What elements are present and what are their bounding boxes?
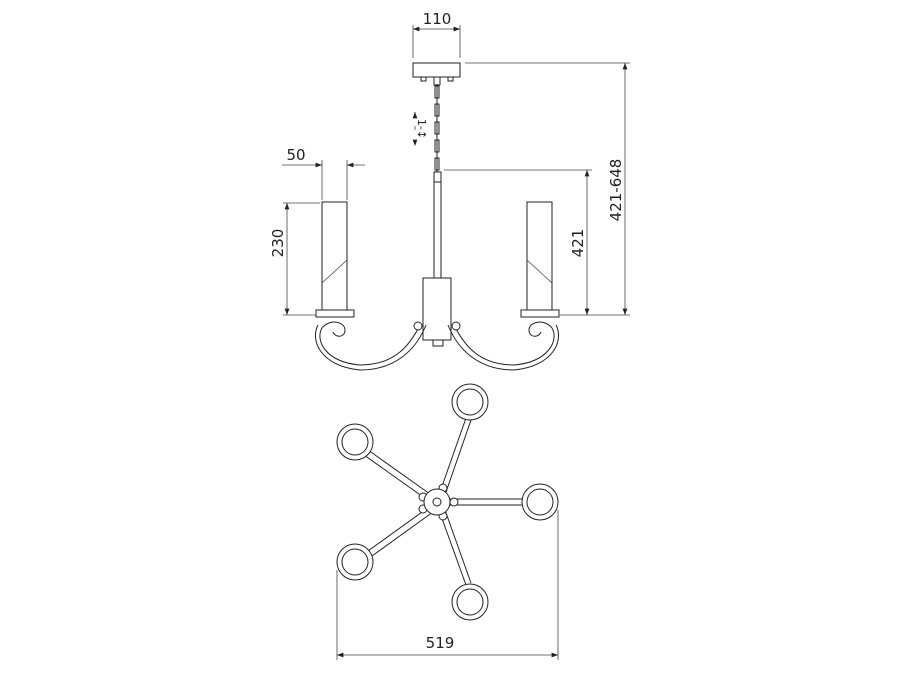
chain-adjust-label: 1-↕: [415, 119, 428, 139]
right-arm: [453, 321, 555, 366]
body: [422, 277, 452, 341]
rod-height-label: 421: [569, 229, 587, 258]
canopy: [412, 62, 461, 78]
top-view: 519: [336, 383, 559, 660]
left-arm: [319, 321, 421, 366]
canopy-width-label: 110: [423, 10, 452, 28]
shade-rings: [336, 383, 559, 621]
dimensions: 110 50 230 421 421-648 1-↕: [269, 10, 630, 316]
side-view: [314, 62, 560, 371]
total-height-label: 421-648: [607, 159, 625, 222]
shade-width-label: 50: [286, 146, 305, 164]
rod: [433, 181, 442, 279]
shade-height-label: 230: [269, 229, 287, 258]
left-shade: [321, 201, 348, 311]
center-hub: [423, 488, 451, 516]
right-shade: [526, 201, 553, 311]
chain: [433, 76, 441, 172]
span-label: 519: [426, 634, 455, 652]
